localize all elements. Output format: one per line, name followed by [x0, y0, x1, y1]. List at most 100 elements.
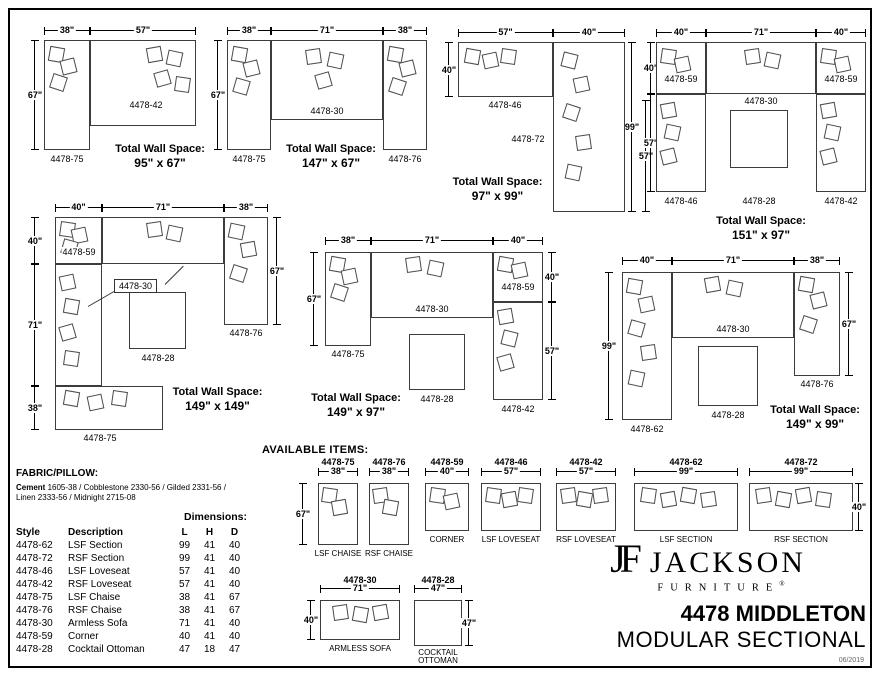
piece-corner	[816, 42, 866, 94]
pillow	[58, 273, 77, 292]
pillow	[625, 277, 644, 296]
piece-label: 4478-59	[61, 247, 97, 257]
pillow	[232, 77, 251, 96]
brand-sub-text: FURNITURE	[657, 582, 780, 594]
dim-label: 57"	[501, 466, 521, 476]
pillow	[774, 490, 793, 509]
dim-label: 38"	[57, 25, 77, 35]
piece-rsf-chaise	[224, 217, 268, 325]
revision-date: 06/2019	[838, 657, 864, 664]
item-cocktail-ottoman	[414, 600, 462, 646]
table-cell: 38	[178, 592, 191, 603]
piece-cocktail-ottoman	[409, 334, 465, 390]
item-name: COCKTAIL	[418, 648, 458, 657]
dim-label: 99"	[600, 341, 618, 351]
item-style-label: 4478-30	[343, 575, 377, 585]
piece-label: 4478-59	[663, 74, 699, 84]
brand-block: JF JACKSON FURNITURE® 4478 MIDDLETON MOD…	[550, 539, 866, 653]
item-lsf-section	[634, 483, 738, 531]
dimension-line: 40"	[656, 27, 706, 37]
tws-title: Total Wall Space:	[115, 143, 205, 155]
pillow	[809, 291, 828, 310]
pillow	[227, 222, 246, 241]
dimension-line: 38"	[227, 25, 271, 35]
pillow	[145, 45, 164, 64]
dimension-line: 67"	[209, 40, 227, 150]
table-cell: Armless Sofa	[68, 618, 128, 629]
piece-label: 4478-76	[387, 154, 423, 164]
pillow	[330, 498, 349, 517]
dim-label: 40"	[302, 615, 320, 625]
dimension-line: 67"	[840, 272, 858, 376]
pillow	[386, 45, 405, 64]
piece-label: 4478-72	[510, 134, 546, 144]
dim-label: 71"	[422, 235, 442, 245]
dim-label: 71"	[317, 25, 337, 35]
dimension-line: 57"	[543, 302, 561, 400]
dimension-line: 38"	[44, 25, 90, 35]
dimension-line: 40"	[553, 27, 625, 37]
piece-label: 4478-30	[715, 324, 751, 334]
table-cell: 40	[228, 566, 241, 577]
item-style-label: 4478-59	[430, 457, 464, 467]
pillow	[398, 59, 417, 78]
dimension-line: 67"	[26, 40, 44, 150]
table-cell: 99	[178, 553, 191, 564]
piece-lsf-section	[622, 272, 672, 420]
table-cell: 71	[178, 618, 191, 629]
dimension-line: 38"	[224, 202, 268, 212]
pillow	[239, 240, 258, 259]
table-cell: 47	[228, 644, 241, 655]
page-border	[8, 8, 872, 668]
tws-value: 149" x 97"	[326, 405, 386, 420]
piece-rsf-loveseat	[90, 40, 196, 126]
dim-label: 57"	[133, 25, 153, 35]
product-title: 4478 MIDDLETON	[680, 600, 866, 626]
table-cell: 40	[228, 553, 241, 564]
dim-label: 57"	[642, 138, 660, 148]
table-header-cell: L	[181, 527, 188, 538]
table-cell: 41	[203, 540, 216, 551]
dimension-line: 40"	[816, 27, 866, 37]
item-style-label: 4478-75	[321, 457, 355, 467]
dimension-line: 40"	[622, 255, 672, 265]
piece-label: 4478-75	[330, 349, 366, 359]
piece-lsf-loveseat	[458, 42, 553, 97]
config-6: 38" 71" 40" 67" 40" 57" 4478-30 4478-59 …	[305, 228, 577, 433]
fabric-color-name: Cement	[16, 483, 46, 492]
dim-label: 38"	[338, 235, 358, 245]
piece-label: 4478-30	[309, 106, 345, 116]
dim-label: 57"	[496, 27, 515, 37]
item-style-label: 4478-72	[784, 457, 818, 467]
pillow	[86, 393, 105, 412]
table-cell: 67	[228, 605, 241, 616]
dim-label: 67"	[305, 294, 323, 304]
piece-lsf-chaise	[227, 40, 271, 150]
total-wall-space: Total Wall Space: 151" x 97"	[706, 214, 816, 244]
total-wall-space: Total Wall Space: 149" x 149"	[165, 385, 270, 415]
pillow	[763, 51, 782, 70]
tws-value: 151" x 97"	[731, 228, 791, 243]
dim-label: 38"	[239, 25, 259, 35]
pillow	[819, 147, 838, 166]
table-header-cell: D	[230, 527, 239, 538]
pillow	[562, 103, 581, 122]
pillow	[663, 123, 682, 142]
table-header-cell: Style	[16, 527, 40, 538]
piece-label: 4478-62	[629, 424, 665, 434]
piece-label: 4478-30	[414, 304, 450, 314]
dimension-line: 47"	[460, 600, 478, 646]
total-wall-space: Total Wall Space: 97" x 99"	[445, 175, 550, 205]
pillow	[111, 390, 128, 407]
table-cell: 38	[178, 605, 191, 616]
pillow	[500, 48, 517, 65]
tws-title: Total Wall Space:	[716, 215, 806, 227]
pillow	[833, 55, 852, 74]
dimension-line: 67"	[268, 217, 286, 325]
pillow	[679, 486, 698, 505]
item-rsf-loveseat	[556, 483, 616, 531]
dim-label: 38"	[807, 255, 827, 265]
tws-title: Total Wall Space:	[286, 143, 376, 155]
item-style-label: 4478-42	[569, 457, 603, 467]
total-wall-space: Total Wall Space: 149" x 99"	[762, 403, 868, 433]
